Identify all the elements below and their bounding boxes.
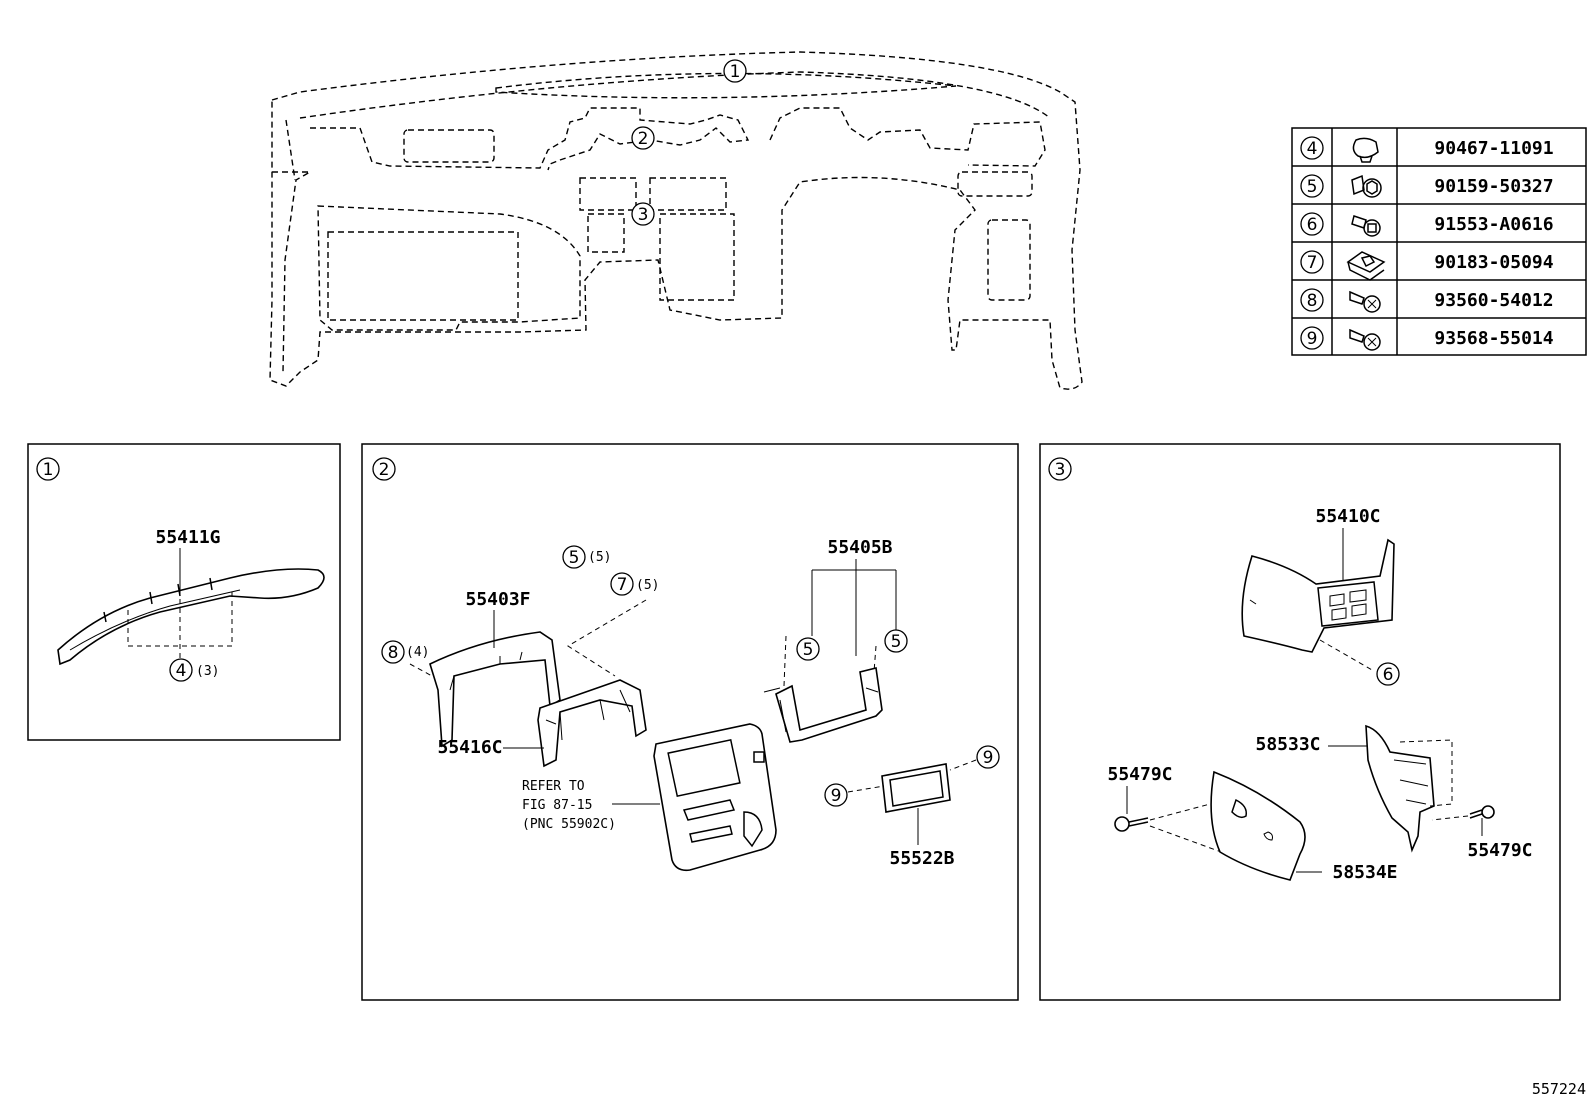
part-55522B-shape bbox=[881, 763, 951, 813]
table-part-number: 93560-54012 bbox=[1434, 290, 1553, 311]
ref-4: 4 bbox=[176, 661, 187, 681]
table-ref: 7 bbox=[1307, 253, 1318, 273]
part-55411G-shape bbox=[57, 568, 325, 666]
ref-6: 6 bbox=[1383, 665, 1394, 685]
bolt-icon bbox=[1351, 215, 1381, 237]
screw-icon bbox=[1349, 290, 1381, 313]
screw-icon bbox=[1349, 328, 1381, 351]
table-ref: 9 bbox=[1307, 329, 1318, 349]
refer-note-line3: (PNC 55902C) bbox=[522, 817, 616, 832]
ref-5: 5 bbox=[569, 548, 580, 568]
panel-2-id: 2 bbox=[379, 460, 390, 480]
part-label-55410C: 55410C bbox=[1315, 506, 1380, 527]
center-console-panel-shape bbox=[653, 723, 777, 872]
ref-5-left: 5 bbox=[803, 640, 814, 660]
table-part-number: 90467-11091 bbox=[1434, 138, 1553, 159]
part-55405B-shape bbox=[763, 667, 883, 743]
qty-5: (5) bbox=[588, 550, 611, 565]
overview-callout-3: 3 bbox=[638, 205, 649, 225]
table-ref: 6 bbox=[1307, 215, 1318, 235]
clip-icon bbox=[1469, 805, 1495, 819]
table-ref: 8 bbox=[1307, 291, 1318, 311]
part-55403F-shape bbox=[429, 631, 561, 748]
part-58533C-shape bbox=[1365, 724, 1435, 853]
panel-1: 1 55411G 4 (3) bbox=[27, 443, 341, 741]
panel-3-id: 3 bbox=[1055, 460, 1066, 480]
panel-2: 2 5 (5) 7 (5) 55403F 8 (4) 55416C bbox=[361, 443, 1019, 1001]
qty-7: (5) bbox=[636, 578, 659, 593]
clip-icon bbox=[1114, 816, 1149, 832]
part-label-55479C-right: 55479C bbox=[1467, 840, 1532, 861]
table-row: 7 90183-05094 bbox=[1300, 250, 1554, 281]
part-label-58533C: 58533C bbox=[1255, 734, 1320, 755]
dashboard-overview: 1 2 3 bbox=[269, 51, 1083, 390]
table-part-number: 91553-A0616 bbox=[1434, 214, 1553, 235]
overview-callout-1: 1 bbox=[730, 62, 741, 82]
ref-8: 8 bbox=[388, 643, 399, 663]
table-part-number: 93568-55014 bbox=[1434, 328, 1553, 349]
part-label-55416C: 55416C bbox=[437, 737, 502, 758]
part-label-55405B: 55405B bbox=[827, 537, 892, 558]
table-row: 9 93568-55014 bbox=[1300, 326, 1554, 351]
table-row: 4 90467-11091 bbox=[1300, 136, 1554, 163]
table-row: 6 91553-A0616 bbox=[1300, 212, 1554, 237]
qty-4: (3) bbox=[196, 664, 219, 679]
table-part-number: 90159-50327 bbox=[1434, 176, 1553, 197]
refer-note-line1: REFER TO bbox=[522, 779, 585, 794]
part-55416C-shape bbox=[537, 679, 647, 768]
part-label-55522B: 55522B bbox=[889, 848, 954, 869]
table-row: 8 93560-54012 bbox=[1300, 288, 1554, 313]
part-label-55411G: 55411G bbox=[155, 527, 220, 548]
part-58534E-shape bbox=[1210, 770, 1306, 881]
part-label-58534E: 58534E bbox=[1332, 862, 1397, 883]
ref-5-right: 5 bbox=[891, 632, 902, 652]
part-label-55403F: 55403F bbox=[465, 589, 530, 610]
qty-8: (4) bbox=[406, 645, 429, 660]
panel-3: 3 55410C 6 58533C 55479C bbox=[1039, 443, 1561, 1001]
refer-note-line2: FIG 87-15 bbox=[522, 798, 592, 813]
bolt-washer-icon bbox=[1351, 174, 1382, 198]
table-ref: 4 bbox=[1307, 139, 1318, 159]
ref-9-right: 9 bbox=[983, 748, 994, 768]
figure-code: 557224 bbox=[1532, 1080, 1586, 1098]
clip-icon bbox=[1352, 137, 1379, 163]
part-label-55479C-left: 55479C bbox=[1107, 764, 1172, 785]
fasteners-table: 4 90467-11091 5 90159-50327 6 bbox=[1291, 127, 1587, 356]
ref-7: 7 bbox=[617, 575, 628, 595]
table-part-number: 90183-05094 bbox=[1434, 252, 1553, 273]
overview-callout-2: 2 bbox=[638, 129, 649, 149]
part-55410C-shape bbox=[1241, 538, 1395, 653]
nut-clip-icon bbox=[1346, 251, 1386, 281]
table-row: 5 90159-50327 bbox=[1300, 174, 1554, 198]
table-ref: 5 bbox=[1307, 177, 1318, 197]
panel-1-id: 1 bbox=[43, 460, 54, 480]
ref-9-left: 9 bbox=[831, 786, 842, 806]
